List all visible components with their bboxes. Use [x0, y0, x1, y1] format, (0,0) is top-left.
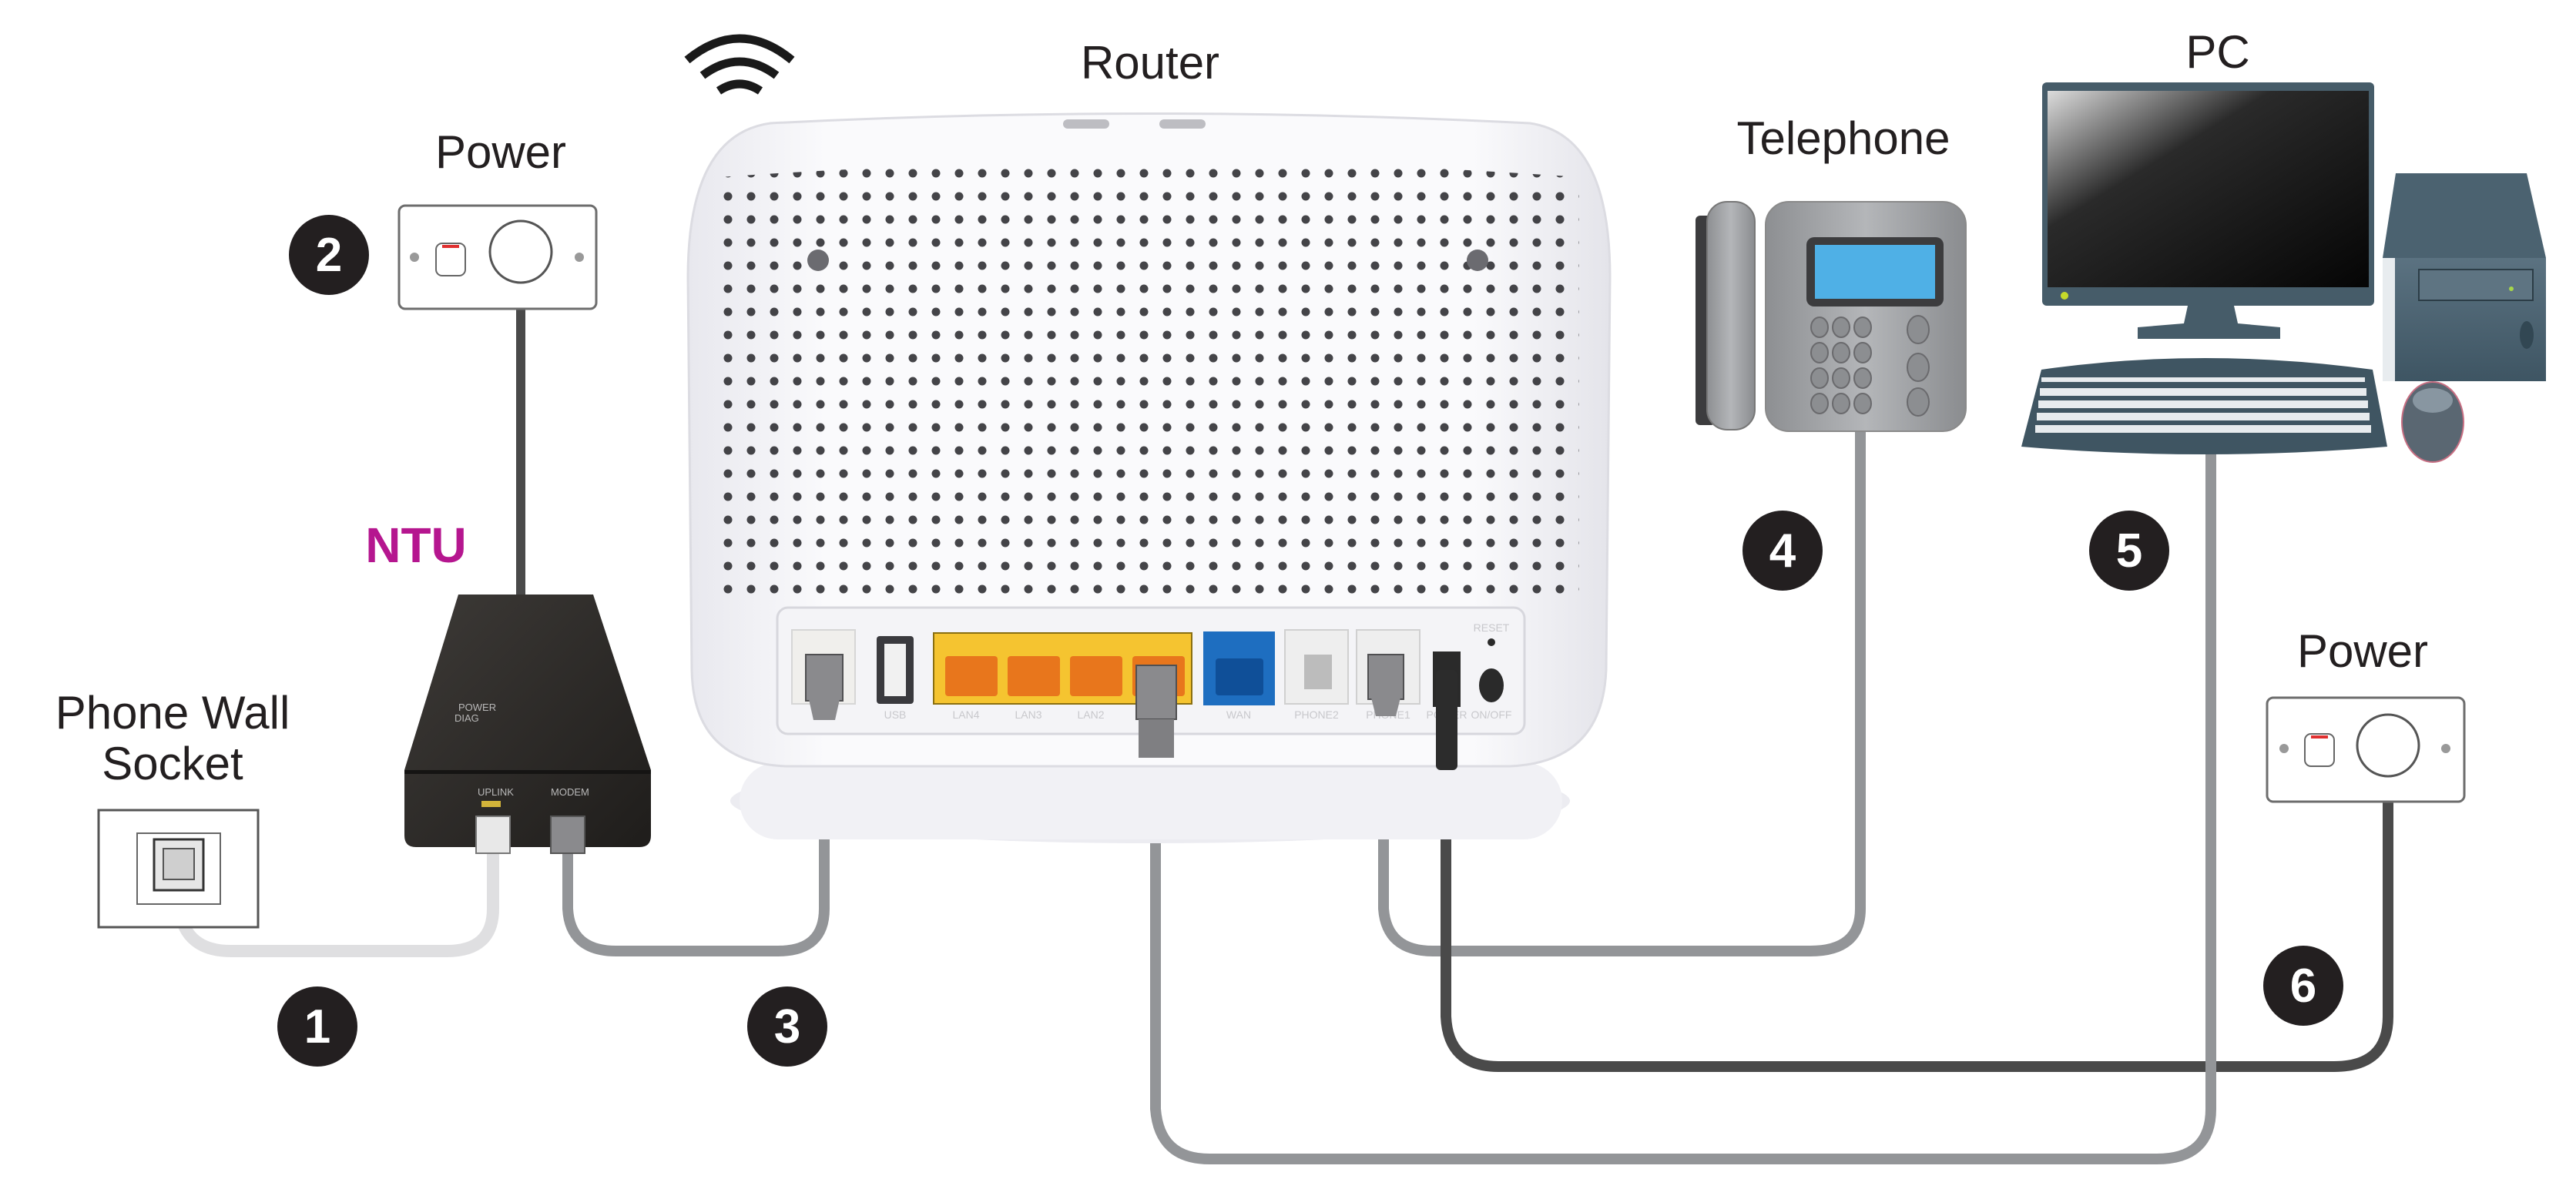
port-label-wan: WAN [1226, 708, 1251, 721]
power-plug [1436, 670, 1457, 770]
step-badge-3: 3 [747, 986, 827, 1067]
phone-wall-socket-label-line2: Socket [102, 738, 243, 789]
ntu-port-uplink: UPLINK [478, 786, 514, 798]
monitor [2042, 82, 2374, 339]
step-badge-6: 6 [2263, 946, 2343, 1026]
ntu-label: NTU [365, 517, 467, 573]
step-badge-5: 5 [2089, 511, 2169, 591]
pc-tower [2383, 173, 2546, 381]
phone-wall-socket [97, 809, 260, 929]
telephone [1696, 201, 1967, 432]
ntu-device: POWER DIAG UPLINK MODEM [404, 595, 651, 854]
power-socket-right [2266, 696, 2466, 803]
phone-wall-socket-label-line1: Phone Wall [55, 687, 290, 739]
keyboard [2021, 358, 2387, 454]
port-label-lan3: LAN3 [1015, 708, 1041, 721]
port-label-reset: RESET [1474, 621, 1510, 634]
phone-wall-socket-label: Phone Wall Socket [55, 688, 290, 789]
step-badge-2: 2 [289, 215, 369, 295]
power-left-label: Power [434, 126, 567, 178]
dsl-plug [805, 654, 844, 720]
port-label-lan2: LAN2 [1077, 708, 1104, 721]
power-socket-left [397, 204, 598, 310]
cable-lan-to-pc [1150, 450, 2216, 1164]
ntu-indicator-power: POWER [458, 702, 496, 713]
ntu-indicator-diag: DIAG [454, 712, 479, 724]
cable-ntu-to-dsl [562, 705, 830, 956]
step-badge-4: 4 [1742, 511, 1823, 591]
ntu-port-modem: MODEM [551, 786, 589, 798]
phone1-plug [1367, 654, 1404, 716]
lan1-plug [1135, 665, 1177, 758]
port-label-lan4: LAN4 [952, 708, 979, 721]
port-label-phone2: PHONE2 [1294, 708, 1339, 721]
mouse [2401, 381, 2464, 463]
pc-label: PC [2185, 26, 2250, 78]
telephone-label: Telephone [1736, 112, 1950, 164]
port-label-usb: USB [884, 708, 907, 721]
router-body [686, 112, 1612, 768]
step-badge-1: 1 [277, 986, 357, 1067]
router-stand [730, 759, 1570, 843]
power-right-label: Power [2296, 625, 2429, 677]
cable-phone-to-telephone [1378, 427, 1866, 956]
port-label-on-off: ON/OFF [1471, 708, 1512, 721]
router-label: Router [1080, 37, 1220, 89]
wifi-icon [684, 34, 795, 95]
cable-router-power [1441, 762, 2393, 1072]
